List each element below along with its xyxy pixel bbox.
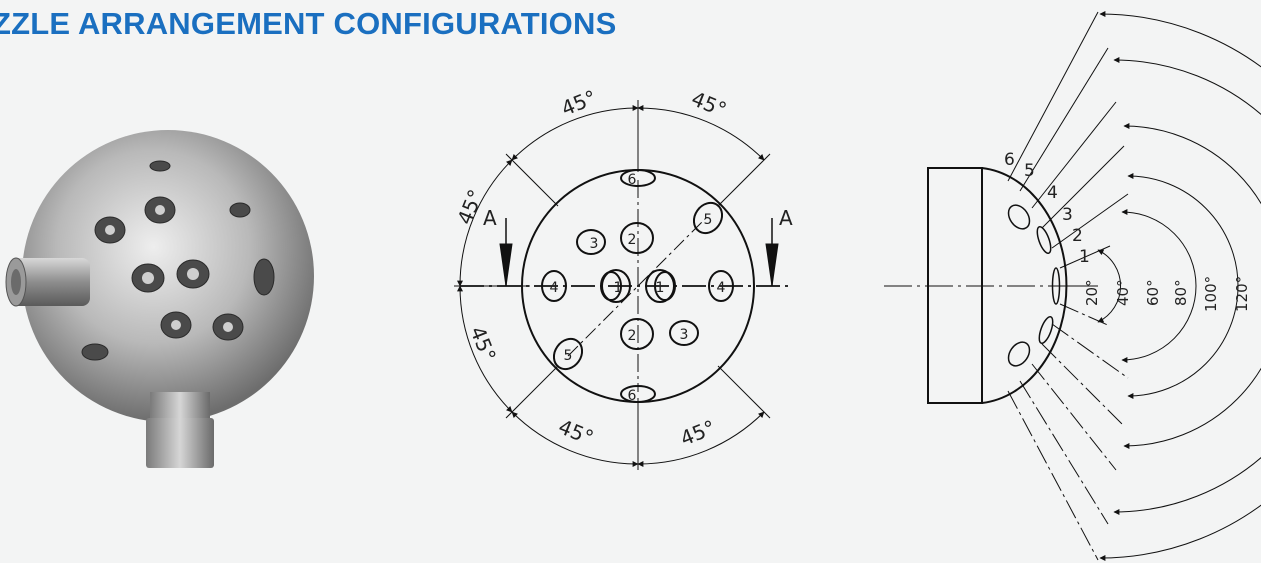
page-title: ZZLE ARRANGEMENT CONFIGURATIONS: [0, 6, 617, 41]
angle-label: 80°: [1172, 279, 1190, 306]
nozzle-number: 3: [590, 236, 599, 252]
angle-label: 60°: [1144, 279, 1162, 306]
angle-label: 45°: [558, 85, 600, 121]
section-label: A: [779, 206, 793, 230]
angle-label: 100°: [1202, 276, 1220, 312]
nozzle-number: 5: [704, 212, 713, 228]
front-view: [454, 100, 790, 470]
angle-label: 45°: [677, 415, 719, 451]
nozzle-number: 5: [564, 348, 573, 364]
nozzle-number: 2: [628, 232, 637, 248]
side-view: [884, 11, 1261, 561]
nozzle-number: 2: [628, 328, 637, 344]
nozzle-number: 6: [628, 388, 637, 404]
spray-head-photo: [5, 130, 314, 468]
angle-label: 20°: [1083, 279, 1101, 306]
nozzle-number: 3: [680, 327, 689, 343]
angle-label: 120°: [1233, 276, 1251, 312]
nozzle-number: 4: [550, 280, 559, 296]
angle-label: 45°: [555, 414, 597, 450]
ring-number: 2: [1072, 226, 1083, 246]
ring-number: 5: [1024, 161, 1035, 181]
ring-number: 1: [1079, 247, 1090, 267]
nozzle-number: 4: [717, 280, 726, 296]
angle-label: 45°: [465, 323, 501, 365]
angle-label: 40°: [1114, 279, 1132, 306]
ring-number: 3: [1062, 205, 1073, 225]
nozzle-number: 1: [614, 280, 623, 296]
nozzle-number: 6: [628, 172, 637, 188]
nozzle-number: 1: [656, 280, 665, 296]
section-label: A: [483, 206, 497, 230]
ring-number: 4: [1047, 183, 1058, 203]
ring-number: 6: [1004, 150, 1015, 170]
